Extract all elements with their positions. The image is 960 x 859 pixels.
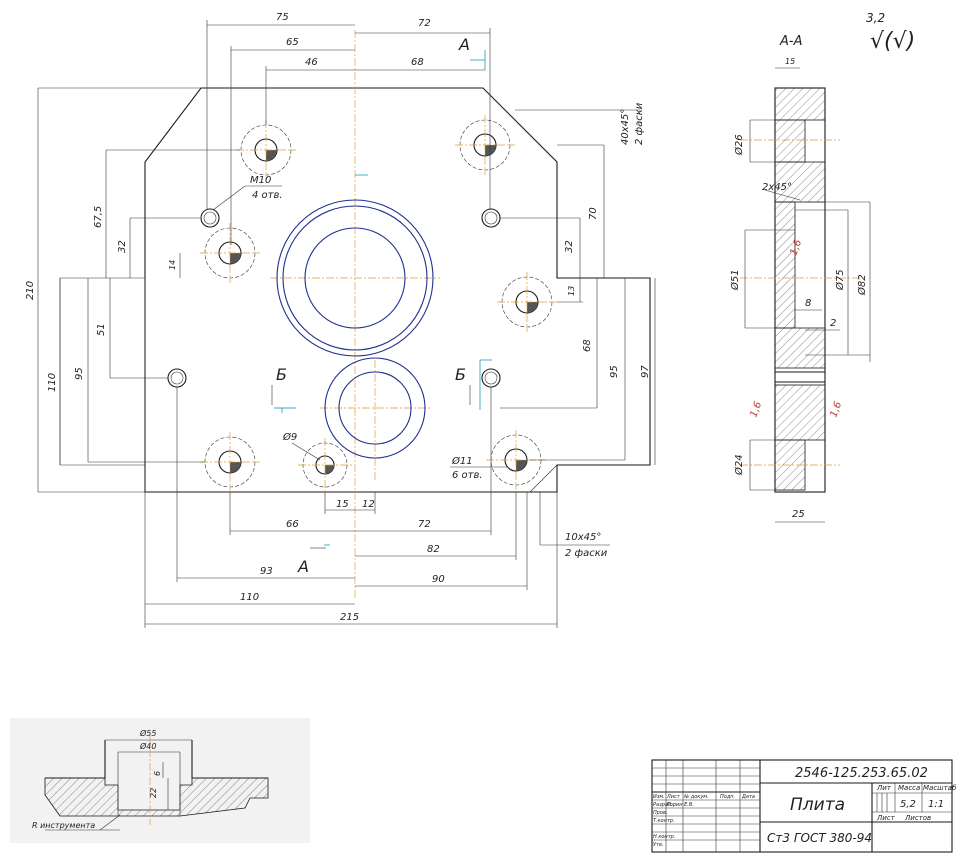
- dim-51: 51: [96, 323, 107, 336]
- small-hole: Ø9: [282, 431, 297, 443]
- detail-dim-22: 22: [149, 788, 158, 798]
- section-dim-26: Ø26: [733, 134, 745, 156]
- hole: [200, 208, 220, 228]
- section-a-bottom: А: [297, 557, 309, 576]
- svg-text:Т.контр.: Т.контр.: [653, 818, 675, 824]
- dim-82: 82: [427, 544, 440, 555]
- svg-text:Подп.: Подп.: [720, 794, 735, 800]
- lower-bore: [324, 357, 426, 459]
- svg-text:Утв.: Утв.: [653, 842, 664, 848]
- detail-dim-55: Ø55: [139, 728, 156, 738]
- svg-text:Разраб.: Разраб.: [653, 802, 673, 808]
- dim-95-left: 95: [74, 367, 85, 380]
- dim-210: 210: [25, 281, 36, 300]
- lit-label: Лит: [876, 784, 892, 792]
- detail-dim-6: 6: [153, 771, 162, 776]
- section-dim-24: Ø24: [733, 454, 745, 476]
- dim-66: 66: [286, 519, 299, 530]
- threaded-hole: [497, 272, 557, 332]
- section-dim-25: 25: [792, 509, 805, 520]
- mass-value: 5,2: [900, 799, 916, 810]
- threaded-hole: [236, 120, 296, 180]
- dim-14: 14: [168, 260, 177, 270]
- dim-32-left: 32: [117, 240, 128, 253]
- main-bore-outer: [276, 199, 434, 357]
- dim-13: 13: [567, 286, 576, 296]
- dim-72-bottom: 72: [418, 519, 431, 530]
- dim-215: 215: [340, 612, 359, 623]
- svg-text:Дата: Дата: [741, 794, 755, 800]
- dim-15-bottom: 15: [336, 499, 349, 510]
- svg-text:Изм.: Изм.: [653, 794, 665, 800]
- section-title: А-А: [779, 34, 802, 49]
- detail-dim-40: Ø40: [139, 741, 156, 751]
- part-material: Ст3 ГОСТ 380-94: [767, 831, 872, 845]
- svg-text:3,2: 3,2: [866, 11, 885, 25]
- svg-text:√(√): √(√): [870, 29, 915, 54]
- threaded-hole: [298, 438, 352, 492]
- svg-text:Н.контр.: Н.контр.: [653, 834, 675, 840]
- dim-90: 90: [432, 574, 445, 585]
- sheet-label: Лист: [876, 814, 896, 822]
- dim-65: 65: [286, 37, 299, 48]
- dim-68-top: 68: [411, 57, 424, 68]
- dim-110-bottom: 110: [240, 592, 259, 603]
- threaded-hole: [200, 223, 260, 283]
- part-name: Плита: [790, 795, 845, 815]
- surface-finish-symbol: 3,2 √(√): [866, 11, 915, 54]
- thread-callout: М10: [250, 175, 271, 186]
- svg-text:Горин Е.В.: Горин Е.В.: [667, 802, 694, 808]
- svg-text:Пров.: Пров.: [653, 810, 668, 816]
- drawing-code: 2546-125.253.65.02: [795, 766, 928, 781]
- chamfer-bottom-note: 2 фаски: [565, 548, 608, 559]
- section-a-top: А: [458, 35, 470, 54]
- section-dim-51: Ø51: [729, 269, 741, 291]
- roughness-1: 1,6: [788, 238, 804, 257]
- section-b-left: Б: [276, 365, 287, 384]
- dim-46: 46: [305, 57, 318, 68]
- section-b-right: Б: [455, 365, 466, 384]
- dim-67-5: 67,5: [93, 206, 104, 228]
- title-block: 2546-125.253.65.02 Плита Ст3 ГОСТ 380-94…: [651, 759, 957, 853]
- dim-70: 70: [588, 207, 599, 220]
- dim-32-right: 32: [564, 240, 575, 253]
- dim-12: 12: [362, 499, 375, 510]
- svg-text:Лист: Лист: [666, 794, 681, 800]
- chamfer-bottom: 10x45°: [565, 532, 601, 543]
- dim-75: 75: [276, 12, 289, 23]
- main-view: 75 72 65 46 68 210 110 95 67,5 51 32 14 …: [25, 12, 656, 628]
- section-dim-chamfer: 2x45°: [762, 182, 792, 193]
- dim-110-left: 110: [47, 373, 58, 392]
- hole-callout: Ø11: [451, 455, 473, 467]
- thread-count: 4 отв.: [252, 190, 283, 201]
- dim-93: 93: [260, 566, 273, 577]
- roughness-2: 1,6: [748, 400, 764, 419]
- svg-text:№ докум.: № докум.: [683, 794, 709, 800]
- section-dim-15: 15: [785, 57, 795, 66]
- threaded-hole: [200, 432, 260, 492]
- scale-value: 1:1: [928, 799, 944, 810]
- dim-72-top: 72: [418, 18, 431, 29]
- section-dim-8: 8: [805, 298, 811, 309]
- section-dim-75: Ø75: [834, 269, 846, 291]
- dim-68-right: 68: [582, 339, 593, 352]
- chamfer-top: 40x45°: [620, 109, 631, 145]
- roughness-3: 1,6: [828, 400, 844, 419]
- section-dim-2: 2: [830, 318, 836, 329]
- threaded-hole: [455, 115, 515, 175]
- sheets-label: Листов: [904, 814, 931, 822]
- dim-97: 97: [640, 365, 651, 378]
- mass-label: Масса: [898, 784, 920, 792]
- detail-note: R инструмента: [32, 821, 95, 830]
- hole-count: 6 отв.: [452, 470, 483, 481]
- section-view: А-А 15: [729, 34, 871, 523]
- dim-95-right: 95: [609, 365, 620, 378]
- section-dim-82: Ø82: [856, 274, 868, 296]
- chamfer-top-note: 2 фаски: [634, 102, 645, 145]
- scale-label: Масштаб: [923, 784, 957, 792]
- detail-view: Ø55 Ø40 6 22 R инструмента: [10, 718, 310, 843]
